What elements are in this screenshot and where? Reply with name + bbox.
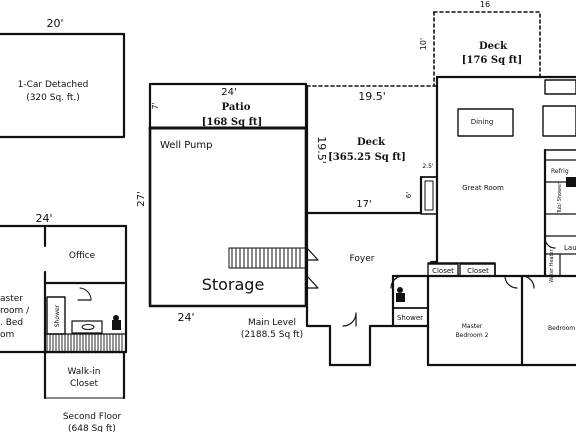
second-floor-caption: Second Floor <box>63 412 122 422</box>
deck-dim-step: 2.5' <box>422 163 434 170</box>
main-level-walls <box>305 75 576 367</box>
great-room-label: Great Room <box>462 184 504 192</box>
master-bedroom2-line2: Bedroom 2 <box>456 332 489 339</box>
toilet-icon <box>396 287 405 302</box>
patio-label: Patio <box>222 102 251 113</box>
garage-label: 1-Car Detached <box>18 80 89 90</box>
well-pump-label: Well Pump <box>160 140 212 151</box>
water-heater-label: Water Heater <box>549 248 555 282</box>
walk-in-label: Walk-in <box>67 367 100 377</box>
storage-label: Storage <box>202 275 265 294</box>
laundry-fragment: Lau <box>564 244 576 252</box>
master-fragment-2: room / <box>0 306 30 316</box>
garage-area: (320 Sq. ft.) <box>26 93 80 103</box>
master-bedroom2-line1: Master <box>462 323 483 330</box>
closet-label: Closet <box>70 379 99 389</box>
main-level-area: (2188.5 Sq ft) <box>241 330 303 340</box>
second-floor-dim-top: 24' <box>35 212 52 225</box>
deck-dim-side: 19.5' <box>315 136 328 164</box>
storage-dim-left: 27' <box>136 191 147 206</box>
main-level-caption: Main Level <box>248 318 296 328</box>
patio-side-dim: 7' <box>151 102 160 109</box>
tub-shower-label: Tub/ Shower <box>557 182 563 214</box>
master-fragment-4: om <box>0 330 14 340</box>
refrig-label: Refrig <box>551 168 569 175</box>
garage-walls <box>0 32 126 139</box>
closet-boxes <box>427 263 496 277</box>
bedroom-fragment: Bedroom <box>548 325 575 332</box>
deck-top-label: Deck <box>479 41 508 52</box>
second-floor-walls <box>0 224 128 400</box>
garage-dim-top: 20' <box>46 17 63 30</box>
storage-dim-bottom: 24' <box>177 311 194 324</box>
second-floor-shower-label: Shower <box>54 304 61 327</box>
closet-right-label: Closet <box>467 267 489 275</box>
deck-dim-bottom: 17' <box>356 199 371 210</box>
deck-top-area: [176 Sq ft] <box>462 55 522 66</box>
patio-area: [168 Sq ft] <box>202 117 262 128</box>
storage-stairs <box>228 247 307 269</box>
deck-area: [365.25 Sq ft] <box>328 152 406 163</box>
closet-left-label: Closet <box>432 267 454 275</box>
kitchen-counter <box>542 79 576 137</box>
sink-icon <box>566 177 576 187</box>
fireplace <box>420 176 438 215</box>
shower-stall <box>392 307 429 327</box>
deck-top-walls <box>433 11 541 87</box>
deck-dim-small: 6' <box>405 192 413 198</box>
foyer-doors <box>306 212 556 327</box>
master-fragment-3: . Bed <box>0 318 23 328</box>
dining-label: Dining <box>471 118 494 126</box>
office-label: Office <box>69 251 96 261</box>
main-shower-label: Shower <box>397 314 423 322</box>
deck-top-dim-side: 10' <box>419 38 428 50</box>
master-fragment-1: aster <box>0 294 23 304</box>
second-floor-area: (648 Sq ft) <box>68 424 116 432</box>
deck-dim-top: 19.5' <box>358 90 386 103</box>
foyer-label: Foyer <box>350 254 375 264</box>
deck-label: Deck <box>357 137 386 148</box>
toilet-icon <box>112 315 121 330</box>
deck-top-dim: 16 <box>480 0 490 9</box>
patio-dim-top: 24' <box>221 87 236 98</box>
dining-table <box>457 108 514 137</box>
